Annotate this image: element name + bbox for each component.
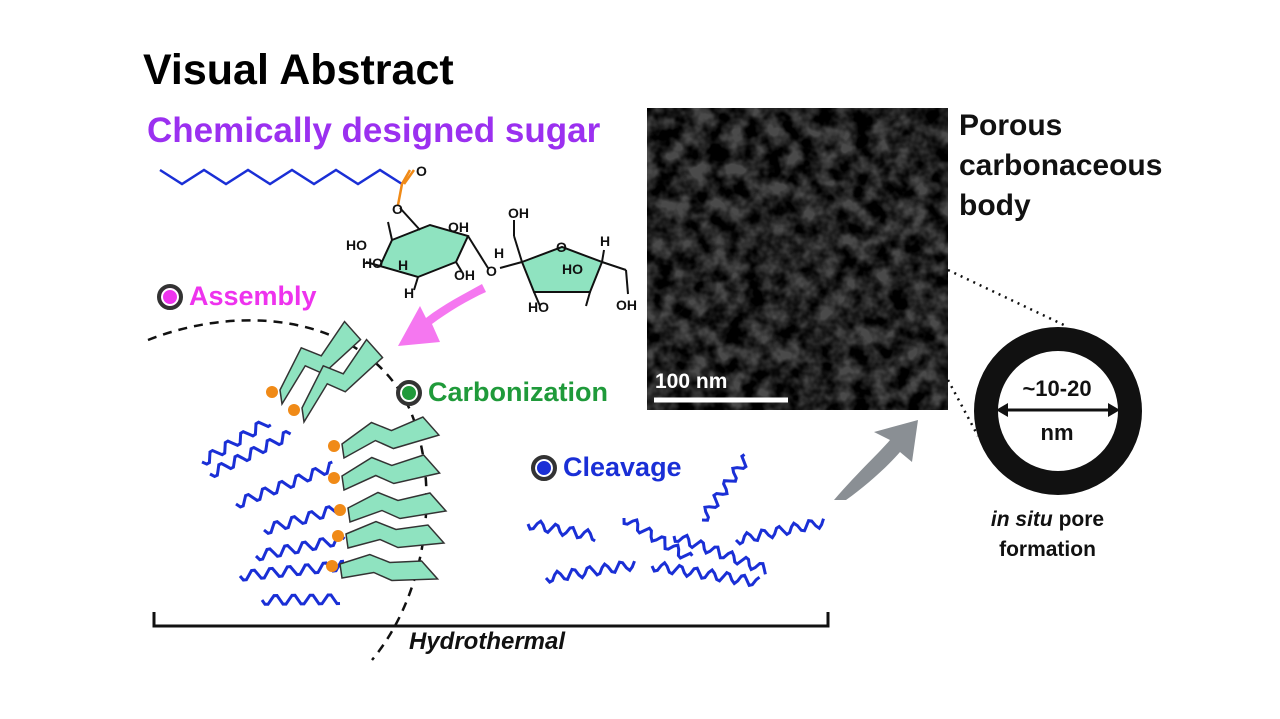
ester-bond-dot	[288, 404, 300, 416]
hydrothermal-bracket	[152, 612, 830, 628]
step-assembly: Assembly	[157, 281, 317, 312]
ester-linkage	[396, 169, 412, 206]
step-label: Cleavage	[563, 452, 682, 482]
sugar-head	[339, 553, 440, 582]
atom-label: H	[600, 233, 610, 249]
ester-bond-dot	[328, 472, 340, 484]
zoom-line	[946, 379, 980, 437]
sugar-head	[347, 491, 448, 524]
step-cleavage: Cleavage	[531, 452, 682, 483]
sugar-head	[341, 454, 441, 492]
micelle-boundary	[147, 319, 428, 661]
cleaved-chain	[734, 518, 825, 546]
ester-carbonyl	[402, 169, 416, 185]
atom-label: HO	[562, 261, 583, 277]
furanose-ring	[499, 220, 629, 307]
pore-ring	[974, 327, 1142, 495]
hydrophobic-tail	[235, 460, 333, 509]
pore-unit: nm	[1040, 420, 1074, 445]
sem-image	[647, 108, 948, 410]
atom-label: H	[398, 257, 408, 273]
pore-label-rest: pore formation	[999, 508, 1105, 561]
ester-bond-dot	[328, 440, 340, 452]
atom-label: O	[556, 239, 567, 255]
sugar-head	[279, 320, 362, 407]
atom-label: HO	[346, 237, 367, 253]
pyranose-ring	[365, 207, 489, 291]
pore-size: ~10-20	[1022, 376, 1092, 401]
sugar-head	[301, 338, 384, 425]
step-label: Assembly	[189, 281, 317, 311]
atom-label: O	[392, 201, 403, 217]
hydrophobic-tail	[260, 593, 341, 606]
hydrophobic-tail	[254, 533, 346, 562]
sugar-head	[341, 416, 441, 460]
ester-bond-dot	[266, 386, 278, 398]
process-arrow	[834, 420, 918, 500]
cleaved-chains	[526, 453, 825, 588]
assembly-arrow	[398, 284, 486, 346]
atom-label: OH	[448, 219, 469, 235]
process-label: Hydrothermal	[409, 628, 566, 655]
atom-label: H	[494, 245, 504, 261]
arrowhead-left	[996, 403, 1008, 417]
bullet-icon	[396, 379, 422, 406]
lipid-tail	[159, 168, 403, 186]
cleaved-chain	[701, 453, 748, 522]
cleaved-chain	[650, 560, 761, 588]
atom-label: O	[486, 263, 497, 279]
page-title: Visual Abstract	[143, 46, 454, 94]
sugar-head	[345, 520, 446, 549]
arrowhead-right	[1108, 403, 1120, 417]
hydrophobic-tail	[201, 420, 272, 466]
atom-label: OH	[454, 267, 475, 283]
zoom-line	[947, 268, 1067, 328]
cleaved-chain	[622, 517, 694, 560]
scale-label: 100 nm	[655, 370, 728, 393]
pore-label-italic: in situ	[990, 508, 1053, 531]
atom-label: O	[416, 163, 427, 179]
atom-label: H	[404, 285, 414, 301]
hydrophobic-tail	[263, 505, 341, 535]
ester-bond-dot	[326, 560, 338, 572]
step-carbonization: Carbonization	[396, 377, 608, 408]
cleaved-chain	[526, 519, 596, 543]
product-label: Porous carbonaceous body	[959, 109, 1163, 222]
hydrophobic-tail	[209, 429, 292, 479]
atom-label: HO	[528, 299, 549, 315]
ester-bond-dot	[334, 504, 346, 516]
ester-bond-dot	[332, 530, 344, 542]
atom-label: HO	[362, 255, 383, 271]
subtitle: Chemically designed sugar	[147, 111, 601, 150]
step-label: Carbonization	[428, 377, 608, 407]
bullet-icon	[531, 454, 557, 481]
bullet-icon	[157, 283, 183, 310]
amphiphile-assembly	[201, 320, 448, 606]
cleaved-chain	[544, 560, 636, 584]
atom-label: OH	[616, 297, 637, 313]
atom-label: OH	[508, 205, 529, 221]
pore-label: in situ pore formation	[955, 505, 1140, 565]
cleaved-chain	[672, 533, 767, 575]
